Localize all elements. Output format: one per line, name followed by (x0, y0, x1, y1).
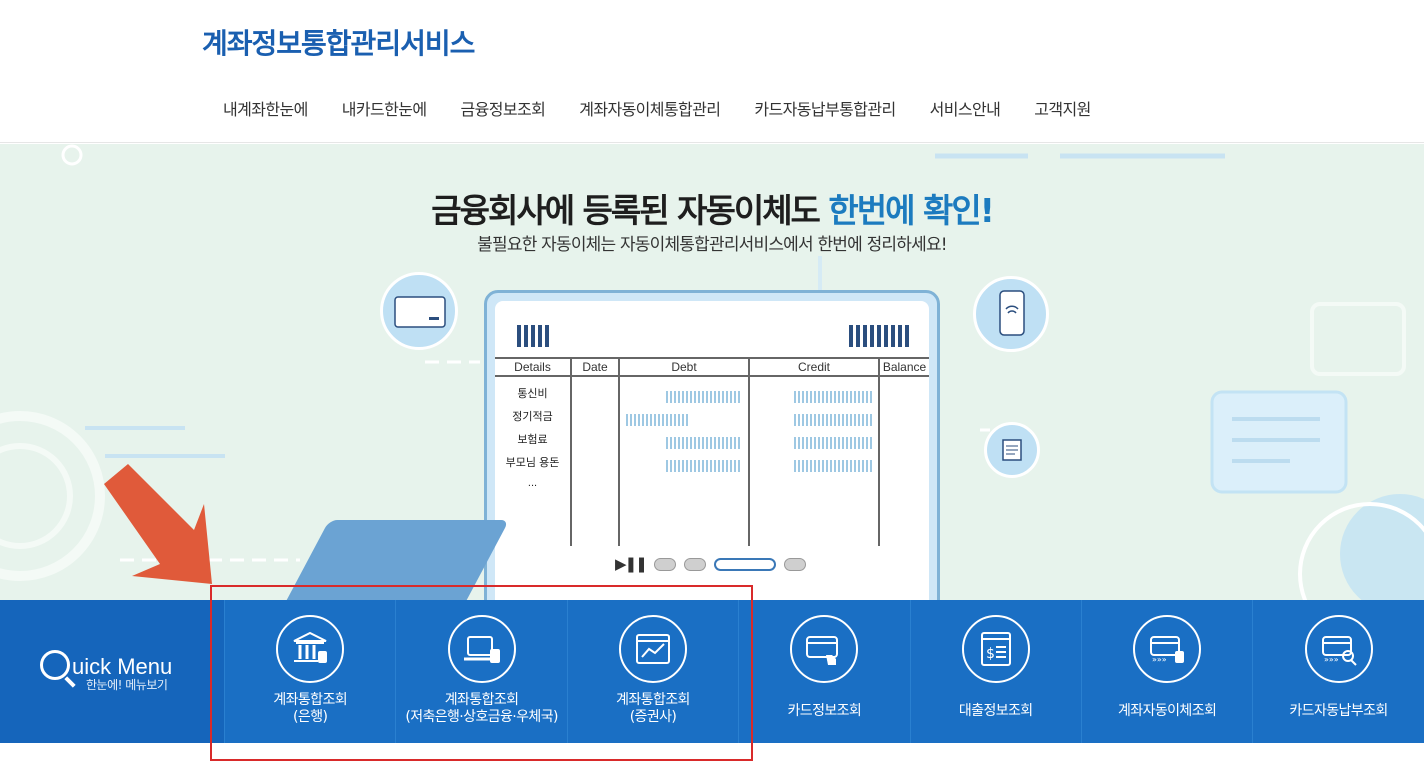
quick-menu: uick Menu 한눈에! 메뉴보기 계좌통합조회(은행) 계좌통합조회(저축… (0, 600, 1424, 743)
statement-illustration: Details Date Debt Credit Balance 통신비 정기적… (484, 290, 940, 600)
barcode-right (849, 325, 909, 347)
svg-text:»»»: »»» (1324, 655, 1339, 664)
card-search-icon: »»» (1304, 615, 1373, 683)
site-header: 계좌정보통합관리서비스 내계좌한눈에 내카드한눈에 금융정보조회 계좌자동이체통… (0, 0, 1424, 143)
nav-my-accounts[interactable]: 내계좌한눈에 (223, 100, 308, 119)
quick-bank-account[interactable]: 계좌통합조회(은행) (224, 600, 395, 743)
laptop-coin-icon (447, 615, 516, 683)
hero-subtitle: 불필요한 자동이체는 자동이체통합관리서비스에서 한번에 정리하세요! (477, 235, 947, 255)
site-logo[interactable]: 계좌정보통합관리서비스 (202, 27, 475, 60)
highlight-box (210, 585, 753, 761)
quick-item-label: 카드자동납부조회 (1289, 703, 1388, 719)
quick-securities-account[interactable]: 계좌통합조회(증권사) (566, 600, 738, 743)
nav-card-autopay[interactable]: 카드자동납부통합관리 (754, 100, 896, 119)
quick-item-label: 계좌자동이체조회 (1118, 703, 1217, 719)
detail-item: ... (527, 477, 538, 489)
detail-item: 정기적금 (512, 411, 553, 423)
detail-item: 보험료 (517, 434, 548, 446)
column-header: Details (495, 357, 572, 377)
quick-account-autotransfer[interactable]: »»» 계좌자동이체조회 (1080, 600, 1252, 743)
receipt-icon (1002, 439, 1022, 461)
detail-item: 부모님 용돈 (505, 457, 560, 469)
smartphone-icon (999, 290, 1025, 336)
card-hand-icon (790, 615, 859, 683)
card-bubble (380, 272, 458, 350)
detail-item: 통신비 (517, 388, 548, 400)
auto-transfer-icon: »»» (1133, 615, 1202, 683)
phone-bubble (973, 276, 1049, 352)
svg-text:$: $ (986, 646, 995, 662)
quick-menu-title: uick Menu (40, 650, 172, 680)
quick-menu-title-block: uick Menu 한눈에! 메뉴보기 (0, 600, 224, 743)
hero-decoration (0, 144, 1424, 600)
statement-table: Details Date Debt Credit Balance 통신비 정기적… (495, 357, 929, 546)
quick-savings-account[interactable]: 계좌통합조회(저축은행·상호금융·우체국) (395, 600, 566, 743)
nav-account-autotransfer[interactable]: 계좌자동이체통합관리 (579, 100, 721, 119)
quick-item-label: 계좌통합조회(저축은행·상호금융·우체국) (405, 692, 558, 725)
hero-title-highlight: 한번에 확인! (828, 191, 994, 230)
magnifier-q-icon (40, 650, 70, 680)
slide-controls: ▶❚❚ (615, 555, 806, 573)
pointer-arrow-icon (104, 464, 212, 584)
barcode-left (517, 325, 549, 347)
quick-item-label: 계좌통합조회(은행) (273, 692, 348, 725)
nav-customer-support[interactable]: 고객지원 (1034, 100, 1091, 119)
slide-indicator-active[interactable] (713, 557, 776, 571)
quick-item-label: 카드정보조회 (787, 703, 862, 719)
quick-card-info[interactable]: 카드정보조회 (738, 600, 909, 743)
column-header: Credit (749, 357, 880, 377)
quick-loan-info[interactable]: $ 대출정보조회 (909, 600, 1081, 743)
column-header: Balance (879, 357, 929, 377)
quick-item-label: 대출정보조회 (958, 703, 1033, 719)
column-header: Date (571, 357, 620, 377)
hero-banner: 금융회사에 등록된 자동이체도 한번에 확인! 불필요한 자동이체는 자동이체통… (0, 144, 1424, 600)
quick-card-autopay[interactable]: »»» 카드자동납부조회 (1252, 600, 1423, 743)
quick-item-label: 계좌통합조회(증권사) (616, 692, 690, 725)
loan-document-icon: $ (961, 615, 1030, 683)
main-nav: 내계좌한눈에 내카드한눈에 금융정보조회 계좌자동이체통합관리 카드자동납부통합… (206, 96, 1108, 120)
play-pause-icon[interactable]: ▶❚❚ (615, 555, 648, 573)
svg-text:»»»: »»» (1152, 655, 1167, 664)
hero-title: 금융회사에 등록된 자동이체도 한번에 확인! (431, 191, 995, 230)
credit-card-icon (394, 296, 446, 328)
slide-indicator[interactable] (683, 557, 706, 571)
slide-indicator[interactable] (783, 557, 806, 571)
quick-menu-subtitle: 한눈에! 메뉴보기 (86, 678, 168, 692)
page-bottom (0, 743, 1424, 774)
stock-chart-icon (618, 615, 687, 683)
nav-my-cards[interactable]: 내카드한눈에 (341, 100, 427, 119)
column-header: Debt (619, 357, 750, 377)
receipt-bubble (984, 422, 1040, 478)
slide-indicator[interactable] (653, 557, 676, 571)
nav-financial-info[interactable]: 금융정보조회 (460, 100, 546, 119)
nav-service-guide[interactable]: 서비스안내 (929, 100, 1001, 119)
bank-icon (276, 615, 345, 683)
